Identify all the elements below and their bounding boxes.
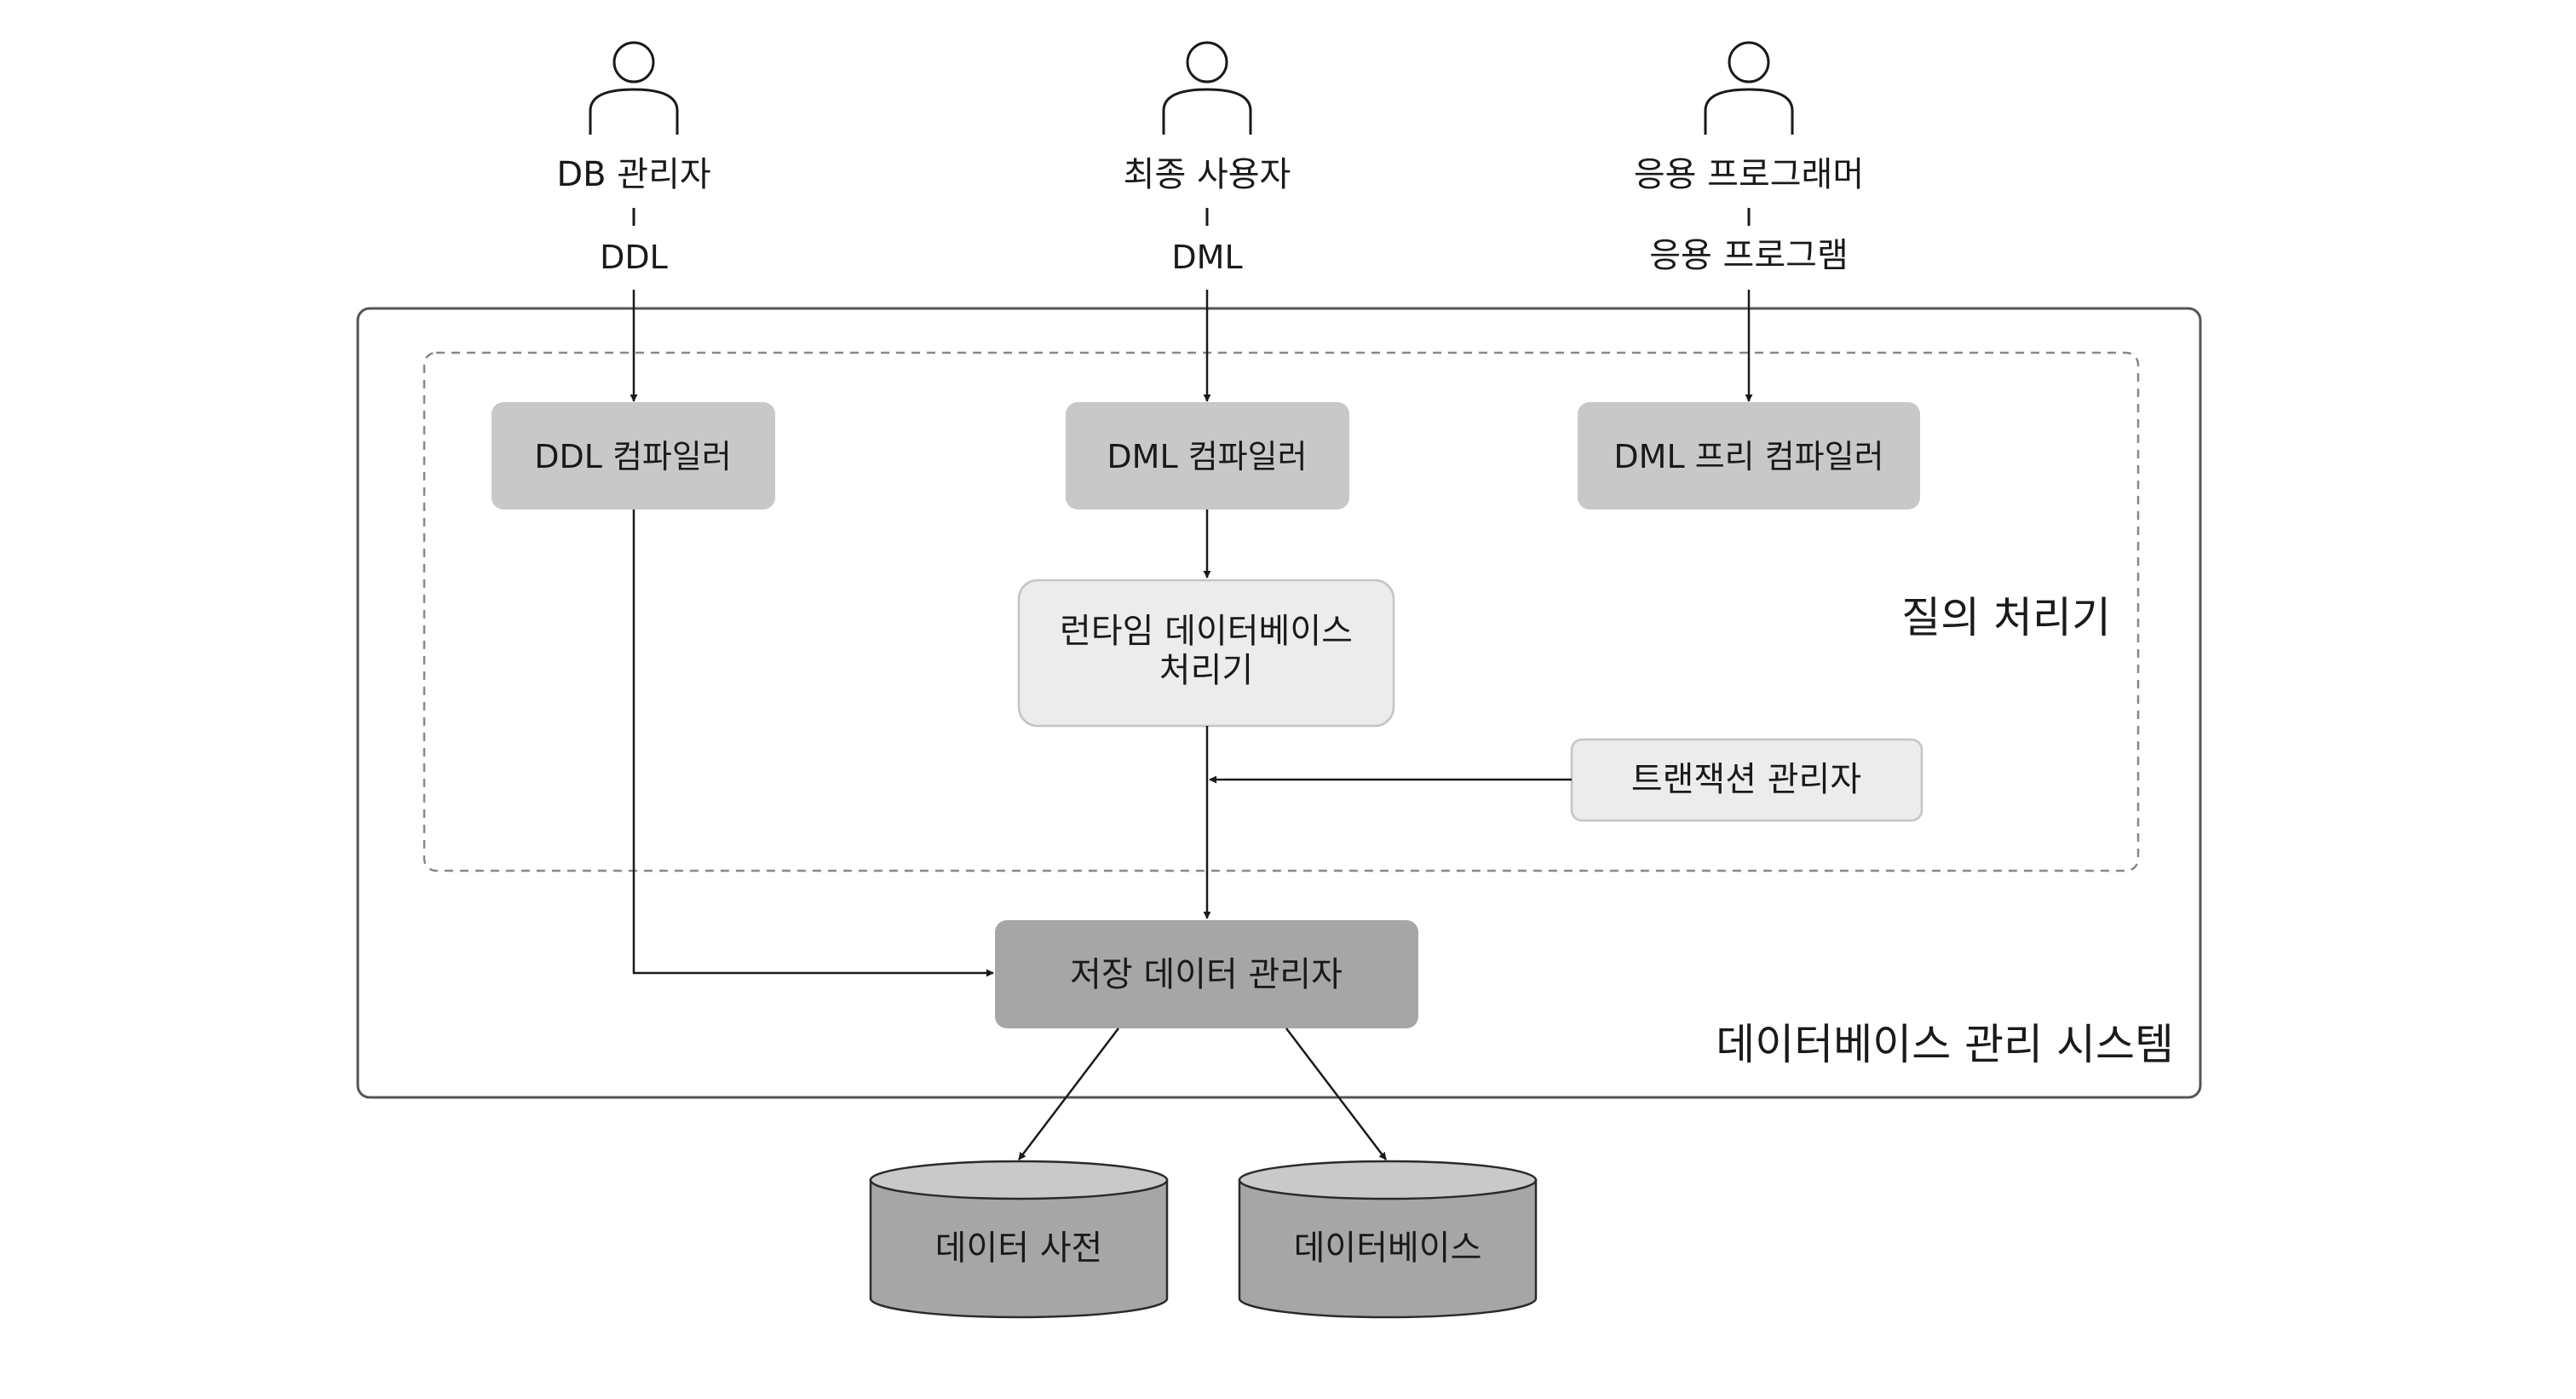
database-cylinder: 데이터베이스: [1238, 1160, 1538, 1319]
person-icon: [1704, 41, 1794, 135]
query-processor-label: 질의 처리기: [1901, 593, 2111, 642]
transaction-manager-label: 트랜잭션 관리자: [1631, 760, 1861, 799]
actor-label: 최종 사용자: [1124, 155, 1291, 194]
actor-label: 응용 프로그래머: [1634, 155, 1864, 194]
ddl-compiler-label: DDL 컴파일러: [534, 438, 732, 475]
actor-app-programmer: 응용 프로그래머 응용 프로그램: [1634, 41, 1864, 275]
runtime-processor-label-line2: 처리기: [1159, 651, 1253, 690]
dml-precompiler-box: DML 프리 컴파일러: [1578, 402, 1920, 510]
actor-db-admin: DB 관리자 DDL: [556, 41, 711, 276]
dml-compiler-box: DML 컴파일러: [1066, 402, 1349, 510]
actor-language: 응용 프로그램: [1649, 236, 1849, 275]
transaction-manager-box: 트랜잭션 관리자: [1570, 738, 1923, 822]
dml-precompiler-label: DML 프리 컴파일러: [1613, 438, 1883, 475]
data-dictionary-label: 데이터 사전: [935, 1229, 1103, 1268]
stored-data-manager-box: 저장 데이터 관리자: [995, 920, 1418, 1028]
data-dictionary-cylinder: 데이터 사전: [869, 1160, 1169, 1319]
dml-compiler-label: DML 컴파일러: [1107, 438, 1307, 475]
actor-language: DDL: [600, 239, 668, 276]
stored-data-manager-label: 저장 데이터 관리자: [1070, 955, 1343, 994]
runtime-processor-label-line1: 런타임 데이터베이스: [1060, 612, 1353, 651]
arrow-to-data-dictionary: [1018, 1028, 1119, 1160]
actor-language: DML: [1171, 239, 1242, 276]
ddl-compiler-box: DDL 컴파일러: [492, 402, 775, 510]
database-label: 데이터베이스: [1294, 1229, 1482, 1268]
arrow-ddl-compiler-to-storage-manager: [632, 510, 994, 977]
person-icon: [589, 41, 679, 135]
dbms-label: 데이터베이스 관리 시스템: [1716, 1020, 2174, 1069]
runtime-processor-box: 런타임 데이터베이스 처리기: [1017, 579, 1395, 728]
actor-end-user: 최종 사용자 DML: [1124, 41, 1291, 276]
person-icon: [1162, 41, 1252, 135]
query-processor-frame: [423, 351, 2140, 872]
arrow-to-database: [1285, 1028, 1387, 1160]
actor-label: DB 관리자: [556, 155, 710, 194]
dbms-frame: [356, 307, 2202, 1099]
